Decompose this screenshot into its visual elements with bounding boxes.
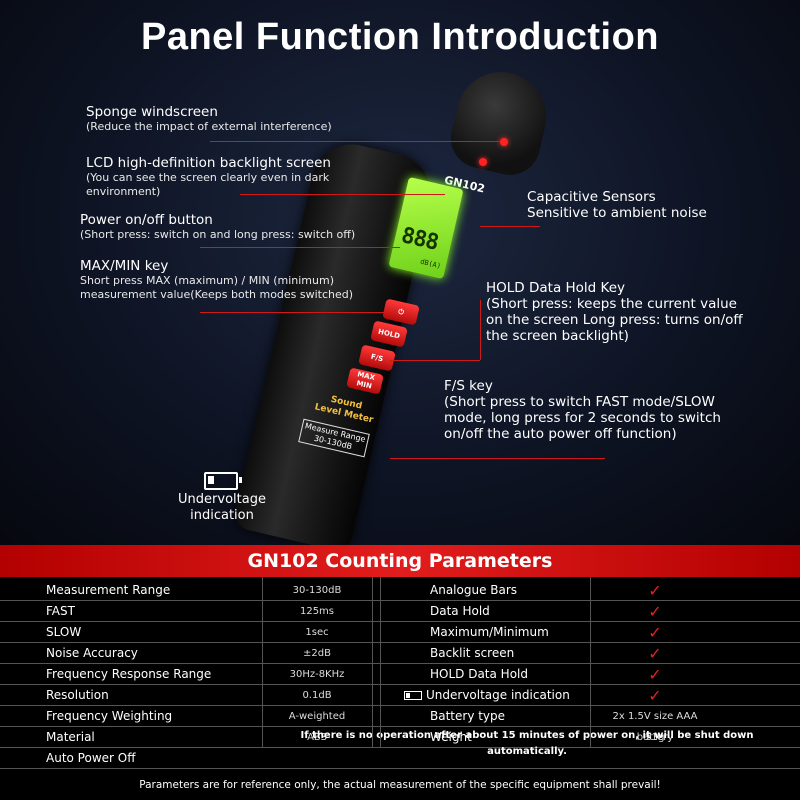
param-label: Resolution [46,688,109,702]
battery-low-icon [204,472,242,490]
column-divider [262,577,263,747]
table-row: Noise Accuracy ±2dB Backlit screen ✓ [0,643,800,664]
column-divider [372,577,373,747]
table-row: Material ABS Weight 53g [0,727,800,748]
param-label: FAST [46,604,75,618]
param-label-text: Undervoltage indication [426,688,570,702]
param-label: Frequency Response Range [46,667,212,681]
label-undervoltage: Undervoltage indication [178,492,266,523]
label-capacitive: Capacitive Sensors Sensitive to ambient … [527,189,747,221]
row-divider [0,747,800,748]
hold-vline [480,300,481,360]
param-value: 30Hz-8KHz [289,669,345,680]
table-row: FAST 125ms Data Hold ✓ [0,601,800,622]
capacitive-line [480,226,540,227]
check-icon: ✓ [648,665,662,684]
param-label: Noise Accuracy [46,646,138,660]
param-label: Measurement Range [46,583,171,597]
row-divider [0,684,800,685]
param-label: Maximum/Minimum [430,625,549,639]
param-label: Frequency Weighting [46,709,173,723]
check-icon: ✓ [648,581,662,600]
screen-digits: 888 [398,223,441,256]
param-value: ABS [307,732,327,743]
hold-heading: HOLD Data Hold Key [486,280,626,296]
screen-unit: dB(A) [419,257,442,271]
sponge-line [210,141,500,142]
param-label: Analogue Bars [430,583,518,597]
check-icon: ✓ [648,602,662,621]
table-row: Measurement Range 30-130dB Analogue Bars ✓ [0,580,800,601]
param-value: 1sec [305,627,329,638]
check-icon: ✓ [648,644,662,663]
param-label: Undervoltage indication [404,685,570,706]
label-hold: HOLD Data Hold Key (Short press: keeps t… [486,280,746,344]
lcd-line [240,194,445,195]
param-label: HOLD Data Hold [430,667,528,681]
column-divider [590,577,591,747]
param-value: ±2dB [303,648,331,659]
param-label: Weight [430,730,472,744]
param-label: Backlit screen [430,646,515,660]
footer-note: Parameters are for reference only, the a… [0,770,800,800]
row-divider [0,621,800,622]
table-row: Frequency Response Range 30Hz-8KHz HOLD Da… [0,664,800,685]
power-desc: (Short press: switch on and long press: … [80,228,356,241]
param-value: 2x 1.5V size AAA battery [612,711,698,743]
battery-icon [404,691,422,700]
maxmin-desc: Short press MAX (maximum) / MIN (minimum… [80,274,354,301]
column-divider [380,577,381,747]
params-table [0,577,800,770]
page-title: Panel Function Introduction [140,16,660,58]
lcd-desc: (You can see the screen clearly even in … [86,171,330,198]
lcd-dot [479,158,487,166]
label-fs: F/S key (Short press to switch FAST mode… [444,378,754,442]
param-label: Battery type [430,709,506,723]
param-label: Data Hold [430,604,490,618]
param-value: 53g [645,732,665,743]
table-row: Auto Power Off [0,748,800,769]
param-label: Auto Power Off [46,751,136,765]
table-row: Frequency Weighting A-weighted Battery typ… [0,706,800,743]
label-sponge: Sponge windscreen (Reduce the impact of … [86,104,386,134]
table-row: Resolution 0.1dB Undervoltage indication ✓ [0,685,800,706]
capacitive-desc: Sensitive to ambient noise [527,205,707,221]
sponge-heading: Sponge windscreen [86,104,218,120]
sponge-desc: (Reduce the impact of external interfere… [86,120,332,133]
row-divider [0,600,800,601]
check-icon: ✓ [648,623,662,642]
lcd-heading: LCD high-definition backlight screen [86,155,331,171]
param-value: 125ms [299,606,335,617]
capacitive-heading: Capacitive Sensors [527,189,656,205]
fs-heading: F/S key [444,378,493,394]
maxmin-line [200,312,390,313]
label-lcd: LCD high-definition backlight screen (Yo… [86,155,376,199]
hold-line [390,360,480,361]
param-value: 30-130dB [292,585,342,596]
row-divider [0,663,800,664]
param-value: A-weighted [288,711,346,722]
sponge-dot [500,138,508,146]
check-icon: ✓ [648,686,662,705]
fs-line [390,458,605,459]
row-divider [0,705,800,706]
row-divider [0,642,800,643]
param-label: SLOW [46,625,82,639]
params-heading: GN102 Counting Parameters [0,545,800,577]
hold-desc: (Short press: keeps the current value on… [486,296,743,344]
power-line [200,247,400,248]
param-label: Material [46,730,95,744]
table-row: SLOW 1sec Maximum/Minimum ✓ [0,622,800,643]
power-heading: Power on/off button [80,212,213,228]
row-divider [0,768,800,769]
param-value: 0.1dB [302,690,332,701]
row-divider [0,726,800,727]
maxmin-heading: MAX/MIN key [80,258,169,274]
auto-power-off-note: If there is no operation after about 15 … [300,730,754,757]
label-power: Power on/off button (Short press: switch… [80,212,380,242]
label-maxmin: MAX/MIN key Short press MAX (maximum) / … [80,258,365,302]
fs-desc: (Short press to switch FAST mode/SLOW mo… [444,394,721,442]
